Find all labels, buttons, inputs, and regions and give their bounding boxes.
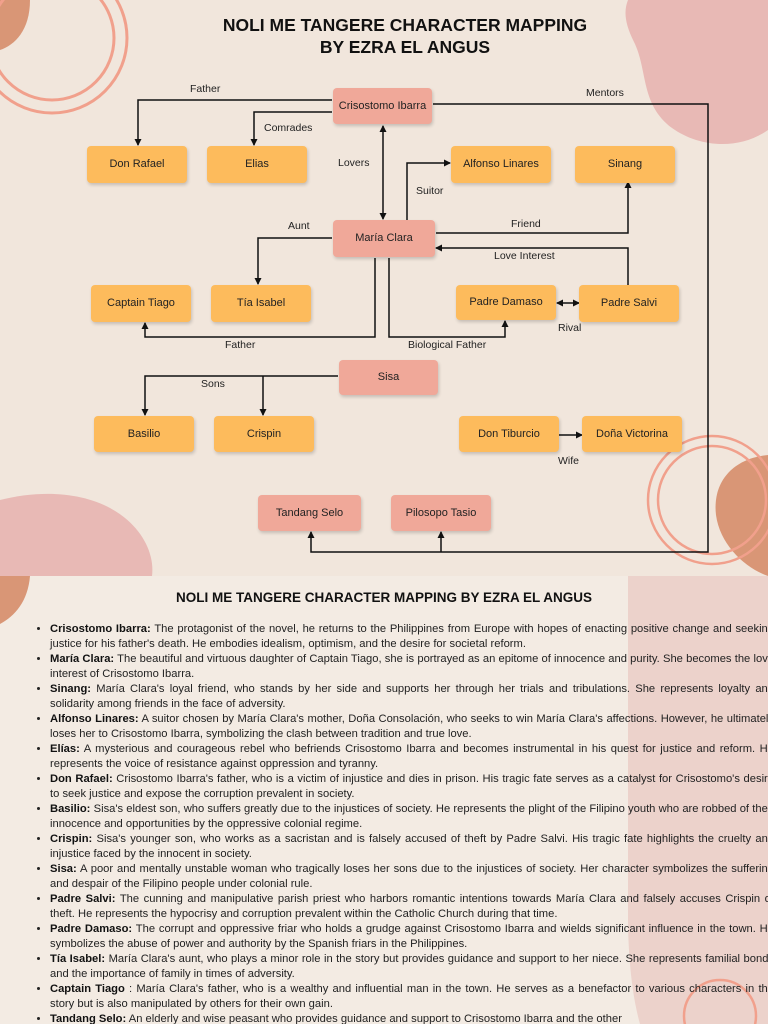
- node-padre-salvi: Padre Salvi: [579, 285, 679, 322]
- character-name: Alfonso Linares:: [50, 713, 139, 725]
- edge-biological-father: [388, 258, 509, 338]
- character-map-section: NOLI ME TANGERE CHARACTER MAPPING BY EZR…: [0, 0, 768, 576]
- node-captain-tiago: Captain Tiago: [91, 285, 191, 322]
- label-love-interest: Love Interest: [494, 250, 555, 262]
- label-mentors: Mentors: [586, 87, 624, 99]
- node-sinang: Sinang: [575, 146, 675, 183]
- character-description-text: A suitor chosen by María Clara's mother,…: [50, 713, 768, 740]
- edge-aunt: [254, 237, 332, 285]
- character-name: Sisa:: [50, 863, 77, 875]
- node-sisa: Sisa: [339, 360, 438, 395]
- map-title-line1: NOLI ME TANGERE CHARACTER MAPPING: [222, 15, 588, 35]
- character-description-item: Sinang: María Clara's loyal friend, who …: [50, 682, 768, 712]
- character-description-text: The cunning and manipulative parish prie…: [50, 893, 768, 920]
- node-don-tiburcio: Don Tiburcio: [459, 416, 559, 452]
- edge-father-tiago: [141, 258, 376, 338]
- character-description-list: Crisostomo Ibarra: The protagonist of th…: [32, 622, 768, 1024]
- label-biological-father: Biological Father: [408, 339, 487, 351]
- decorative-background-lower: [0, 576, 768, 1024]
- character-description-text: : María Clara's father, who is a wealthy…: [50, 983, 768, 1010]
- character-name: Captain Tiago: [50, 983, 125, 995]
- character-name: Crisostomo Ibarra:: [50, 623, 151, 635]
- label-wife: Wife: [558, 455, 579, 467]
- character-description-text: María Clara's aunt, who plays a minor ro…: [50, 953, 768, 980]
- node-maria-clara: María Clara: [333, 220, 435, 257]
- character-description-text: Crisostomo Ibarra's father, who is a vic…: [50, 773, 768, 800]
- character-description-item: María Clara: The beautiful and virtuous …: [50, 652, 768, 682]
- character-name: Tandang Selo:: [50, 1013, 127, 1024]
- node-basilio: Basilio: [94, 416, 194, 452]
- node-tandang-selo: Tandang Selo: [258, 495, 361, 531]
- node-crisostomo-ibarra: Crisostomo Ibarra: [333, 88, 432, 124]
- character-description-text: A poor and mentally unstable woman who t…: [50, 863, 768, 890]
- label-sons: Sons: [201, 378, 225, 390]
- character-name: Don Rafael:: [50, 773, 113, 785]
- label-friend: Friend: [511, 218, 541, 230]
- character-name: Padre Salvi:: [50, 893, 116, 905]
- character-name: Crispin:: [50, 833, 93, 845]
- node-don-rafael: Don Rafael: [87, 146, 187, 183]
- character-description-text: The corrupt and oppressive friar who hol…: [50, 923, 768, 950]
- character-description-text: Sisa's younger son, who works as a sacri…: [50, 833, 768, 860]
- character-name: Basilio:: [50, 803, 91, 815]
- edge-love-interest: [435, 244, 629, 285]
- node-alfonso-linares: Alfonso Linares: [451, 146, 551, 183]
- map-title-line2: BY EZRA EL ANGUS: [319, 37, 491, 57]
- node-dona-victorina: Doña Victorina: [582, 416, 682, 452]
- node-pilosopo-tasio: Pilosopo Tasio: [391, 495, 491, 531]
- node-crispin: Crispin: [214, 416, 314, 452]
- character-description-item: Sisa: A poor and mentally unstable woman…: [50, 862, 768, 892]
- character-description-item: Captain Tiago : María Clara's father, wh…: [50, 982, 768, 1012]
- edge-friend: [436, 181, 632, 234]
- character-name: Tía Isabel:: [50, 953, 106, 965]
- character-description-item: Don Rafael: Crisostomo Ibarra's father, …: [50, 772, 768, 802]
- character-description-item: Alfonso Linares: A suitor chosen by Marí…: [50, 712, 768, 742]
- label-father-bottom: Father: [225, 339, 256, 351]
- character-description-text: The beautiful and virtuous daughter of C…: [50, 653, 768, 680]
- character-description-text: The protagonist of the novel, he returns…: [50, 623, 768, 650]
- edge-suitor: [406, 159, 451, 220]
- character-description-item: Crisostomo Ibarra: The protagonist of th…: [50, 622, 768, 652]
- node-tia-isabel: Tía Isabel: [211, 285, 311, 322]
- label-rival: Rival: [558, 322, 582, 334]
- character-description-item: Basilio: Sisa's eldest son, who suffers …: [50, 802, 768, 832]
- label-lovers: Lovers: [338, 157, 370, 169]
- character-description-item: Elías: A mysterious and courageous rebel…: [50, 742, 768, 772]
- character-description-item: Tía Isabel: María Clara's aunt, who play…: [50, 952, 768, 982]
- character-description-item: Padre Salvi: The cunning and manipulativ…: [50, 892, 768, 922]
- character-name: María Clara:: [50, 653, 115, 665]
- character-description-item: Crispin: Sisa's younger son, who works a…: [50, 832, 768, 862]
- label-father-top: Father: [190, 83, 221, 95]
- descriptions-title: NOLI ME TANGERE CHARACTER MAPPING BY EZR…: [175, 590, 593, 605]
- node-elias: Elias: [207, 146, 307, 183]
- edge-sons-basilio: [141, 375, 338, 416]
- character-description-text: María Clara's loyal friend, who stands b…: [50, 683, 768, 710]
- character-name: Sinang:: [50, 683, 92, 695]
- label-aunt: Aunt: [288, 220, 310, 232]
- edge-mentors: [307, 103, 709, 553]
- character-description-text: An elderly and wise peasant who provides…: [128, 1013, 622, 1024]
- character-name: Padre Damaso:: [50, 923, 133, 935]
- character-description-item: Tandang Selo: An elderly and wise peasan…: [50, 1012, 768, 1024]
- character-description-text: Sisa's eldest son, who suffers greatly d…: [50, 803, 768, 830]
- node-padre-damaso: Padre Damaso: [456, 285, 556, 320]
- relationship-lines: [134, 99, 709, 553]
- decorative-background: [0, 0, 768, 576]
- edge-father-ibarra-rafael: [134, 99, 332, 146]
- character-name: Elías:: [50, 743, 80, 755]
- label-suitor: Suitor: [416, 185, 444, 197]
- character-description-item: Padre Damaso: The corrupt and oppressive…: [50, 922, 768, 952]
- descriptions-section: NOLI ME TANGERE CHARACTER MAPPING BY EZR…: [0, 576, 768, 1024]
- label-comrades: Comrades: [264, 122, 313, 134]
- character-description-text: A mysterious and courageous rebel who be…: [50, 743, 768, 770]
- edge-comrades: [250, 111, 332, 146]
